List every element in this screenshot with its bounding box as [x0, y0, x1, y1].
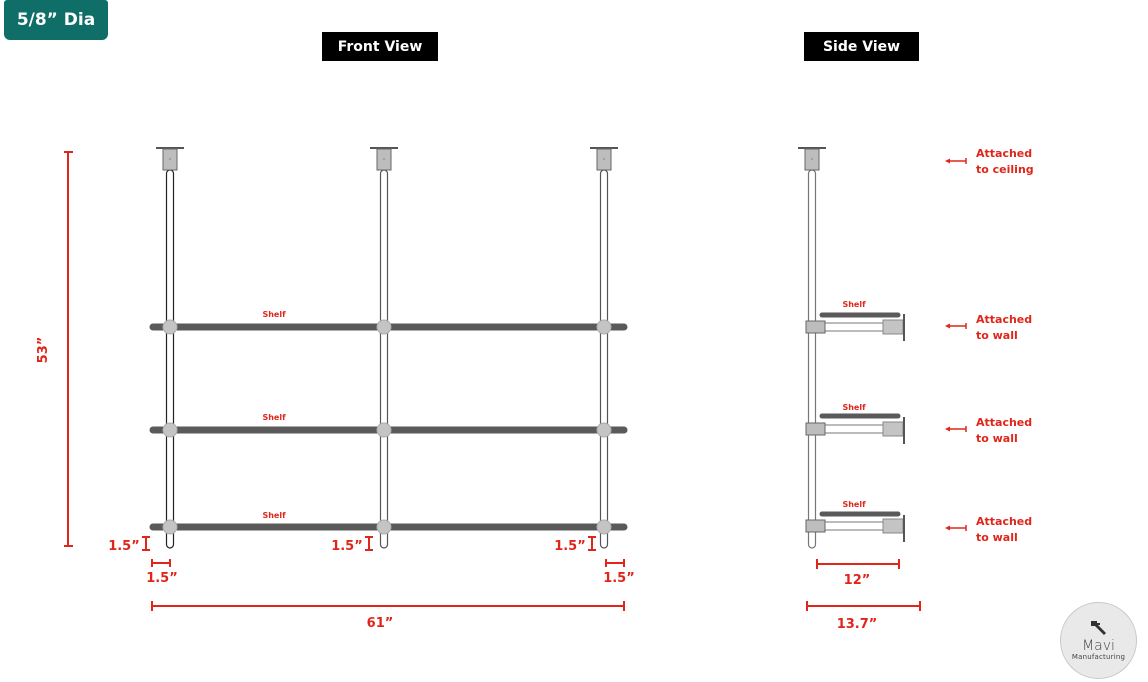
caliper-icon [1090, 621, 1106, 635]
shelf-depth-dimension [816, 559, 900, 569]
total-depth-label: 13.7” [837, 617, 878, 632]
logo-subtitle: Manufacturing [1071, 653, 1126, 661]
side-overhang-right-label: 1.5” [603, 571, 635, 586]
front-shelf-2 [149, 422, 628, 438]
bottom-extension-middle-label: 1.5” [331, 539, 363, 554]
bottom-extension-markers [142, 536, 596, 551]
wall2-annotation-line1: Attached [976, 416, 1032, 429]
side-shelf-label-3: Shelf [842, 500, 866, 509]
height-dimension [64, 151, 73, 547]
front-view-drawing: Shelf Shelf Shelf 53” 1.5” 1.5” 1.5” 1.5… [36, 147, 635, 631]
side-view-title: Side View [804, 32, 919, 61]
front-shelf-label-1: Shelf [262, 310, 286, 319]
bottom-extension-right-label: 1.5” [554, 539, 586, 554]
front-shelf-label-2: Shelf [262, 413, 286, 422]
ceiling-annotation-line1: Attached [976, 147, 1032, 160]
side-shelf-3 [805, 511, 905, 542]
attachment-arrows [945, 158, 967, 531]
height-label: 53” [36, 337, 51, 364]
vertical-pipe-left [155, 147, 185, 549]
diameter-badge: 5/8” Dia [4, 0, 108, 40]
front-shelf-label-3: Shelf [262, 511, 286, 520]
side-overhang-left-label: 1.5” [146, 571, 178, 586]
front-view-title: Front View [322, 32, 438, 61]
shelf-depth-label: 12” [844, 573, 871, 588]
width-dimension [151, 601, 625, 611]
width-label: 61” [367, 616, 394, 631]
mavi-logo: Mavi Manufacturing [1060, 602, 1137, 679]
wall3-annotation-line2: to wall [976, 531, 1018, 544]
front-shelf-1 [149, 319, 628, 335]
total-depth-dimension [806, 601, 921, 611]
side-shelf-label-2: Shelf [842, 403, 866, 412]
wall1-annotation-line2: to wall [976, 329, 1018, 342]
logo-name: Mavi [1082, 638, 1115, 654]
side-shelf-1 [805, 312, 905, 341]
ceiling-annotation-line2: to ceiling [976, 163, 1034, 176]
side-shelf-label-1: Shelf [842, 300, 866, 309]
side-vertical-pipe [797, 147, 827, 549]
wall2-annotation-line2: to wall [976, 432, 1018, 445]
side-overhang-markers [151, 559, 625, 567]
wall1-annotation-line1: Attached [976, 313, 1032, 326]
vertical-pipe-middle [369, 147, 399, 549]
vertical-pipe-right [589, 147, 619, 549]
side-view-drawing: Shelf Shelf Shelf Attached to ceiling At… [797, 147, 1034, 632]
bottom-extension-left-label: 1.5” [108, 539, 140, 554]
front-shelf-3 [149, 519, 628, 535]
side-shelf-2 [805, 413, 905, 444]
wall3-annotation-line1: Attached [976, 515, 1032, 528]
